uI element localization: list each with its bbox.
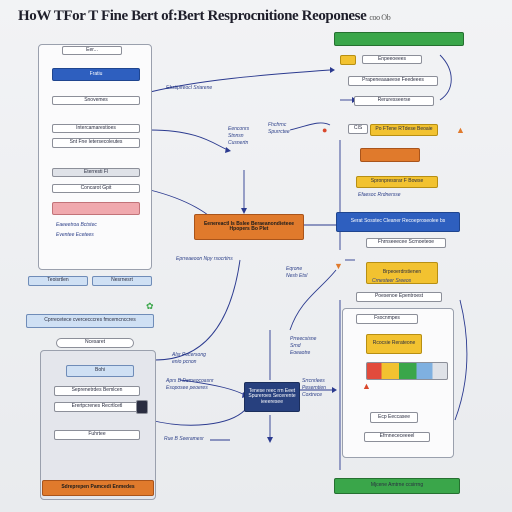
cls-token: CIS [348, 124, 368, 134]
bird-icon: ● [322, 125, 328, 135]
connector-line [289, 269, 337, 331]
mid-note: Eprreaeoon Npy rsocrtins [176, 256, 233, 262]
loss-oval: Ncesaret [56, 338, 134, 348]
finetune-footer[interactable]: Sdreprepen Pamcedi Enmedes [42, 480, 154, 496]
proc-note: Eoeaotre [290, 350, 311, 356]
right-row: Reruresseerse [354, 96, 434, 106]
title-subtitle: coo Ob [369, 13, 391, 22]
arrowhead [332, 387, 337, 393]
embedding-row: Snovemes [52, 96, 140, 105]
step-row: Erertpcrenes Recrtlcetl [54, 402, 140, 412]
connector-line [149, 69, 331, 93]
warning-icon: ▲ [362, 381, 371, 391]
leaf-icon: ✿ [146, 301, 154, 311]
connector-line [149, 409, 246, 426]
segment-box [360, 148, 420, 162]
arrowhead [225, 147, 231, 153]
mid-right-note: Srrcnrlees [302, 378, 325, 384]
label-a: enio pcnon [172, 359, 197, 365]
step-row: Seprenetrdes Bemlcen [54, 386, 140, 396]
right-row: Fhrnseeecee Scrnoeteoe [366, 238, 446, 248]
decoder-box[interactable]: Tenese reec rrn Eeet Spureroes Secerente… [244, 382, 300, 412]
footer-left-tag: Teoisrtlen [28, 276, 88, 286]
result-footer[interactable]: Mjcene Amtrne ccsirrng [334, 478, 460, 494]
top-note: Stnnsn [228, 133, 244, 139]
input-field[interactable]: Concarot Gpit [52, 184, 140, 193]
mid-right-note: Coxtrece [302, 392, 323, 398]
side-note: Spurrctee [268, 129, 290, 135]
header-green-bar [334, 32, 464, 46]
side-note: Fhcfrrnc [268, 122, 287, 128]
right-row: Ecp Eeccasee [370, 412, 418, 423]
connector-line [149, 129, 229, 151]
connector-line [439, 54, 452, 101]
encoder-row: Snt Fne Ietersecoleutes [52, 138, 140, 148]
right-row: Prapeneaaaeese Feedeees [348, 76, 438, 86]
proc-note: Prreecsisne [290, 336, 317, 342]
mid-right-note: Peserntien [302, 385, 326, 391]
label-a: Alsr Pecersong [172, 352, 206, 358]
connector-line [289, 122, 331, 131]
hidden-state-note: Crnesteer Sreeos [372, 278, 412, 284]
panel-note: Eaeeetroa Bctstec [56, 222, 97, 228]
top-note: Cusnertn [228, 140, 249, 146]
right-row: Fsocnmpes [356, 314, 418, 324]
right-row: Poesenoe Epentroest [356, 292, 442, 302]
arrowhead [330, 67, 335, 73]
token-box[interactable]: Po FTene RTdese Beoaie [370, 124, 438, 136]
encoder-stack-box[interactable]: Serat Sosstec Cleaner Recoeproseolee bs [336, 212, 460, 232]
attention-row: Intercamarestioes [52, 124, 140, 133]
panel-tag: Eer... [62, 46, 122, 55]
left-note: Ebstiplreocl Sriarene [166, 85, 213, 91]
diagram-title: HoW TFor T Fine Bert of:Bert Resprocniti… [18, 8, 438, 25]
proc-note: Srnd [290, 343, 301, 349]
top-note: Eenconrs [228, 126, 250, 132]
footer-right-tag: Nesrnesrt [92, 276, 152, 286]
panel-note: Eventee Ecetees [56, 232, 94, 238]
device-icon [136, 400, 148, 414]
hidden-state-box[interactable]: Brpeoerdrstienen [366, 262, 438, 284]
probability-strip [366, 362, 448, 380]
arrowhead [241, 208, 247, 214]
layer-row: Eterresti Fl [52, 168, 140, 177]
highlight-bar [52, 202, 140, 215]
position-box[interactable]: Spronpressrar F Bowse [356, 176, 438, 188]
step-row: Fuhrtee [54, 430, 140, 440]
label-b: Aprs B Demeocoasnr [166, 378, 214, 384]
funnel-icon: ▼ [334, 261, 343, 271]
input-button[interactable]: Fratiu [52, 68, 140, 81]
input-panel [38, 44, 152, 270]
label-c: Rue B Seeramesr [164, 436, 204, 442]
connector-line [179, 379, 246, 396]
position-note: Efaesoc Rrdnersse [358, 192, 401, 198]
connector-line [154, 259, 241, 361]
classifier-box[interactable]: Rcocsie Rerateone [366, 334, 422, 354]
right-tag: Enpeeoeees [362, 55, 422, 64]
folder-icon [340, 55, 356, 65]
arrowhead [267, 437, 273, 443]
title-text: HoW TFor T Fine Bert of:Bert Resprocniti… [18, 8, 367, 24]
step-row: Bohi [66, 365, 134, 377]
connector-line [454, 299, 468, 421]
output-bar: Cprrecetece cvercecccres fmcemcnccres [26, 314, 154, 328]
label-b: Esoposee peoeres [166, 385, 208, 391]
flame-icon: ▲ [456, 125, 465, 135]
right-row: Efrnnececeeeel [364, 432, 430, 442]
eqn-note: Eqrone [286, 266, 303, 272]
eqn-note: Nesh Etsl [286, 273, 308, 279]
core-model-box[interactable]: Eenereactl Is Bslee Beraeanondieteee Hpo… [194, 214, 304, 240]
